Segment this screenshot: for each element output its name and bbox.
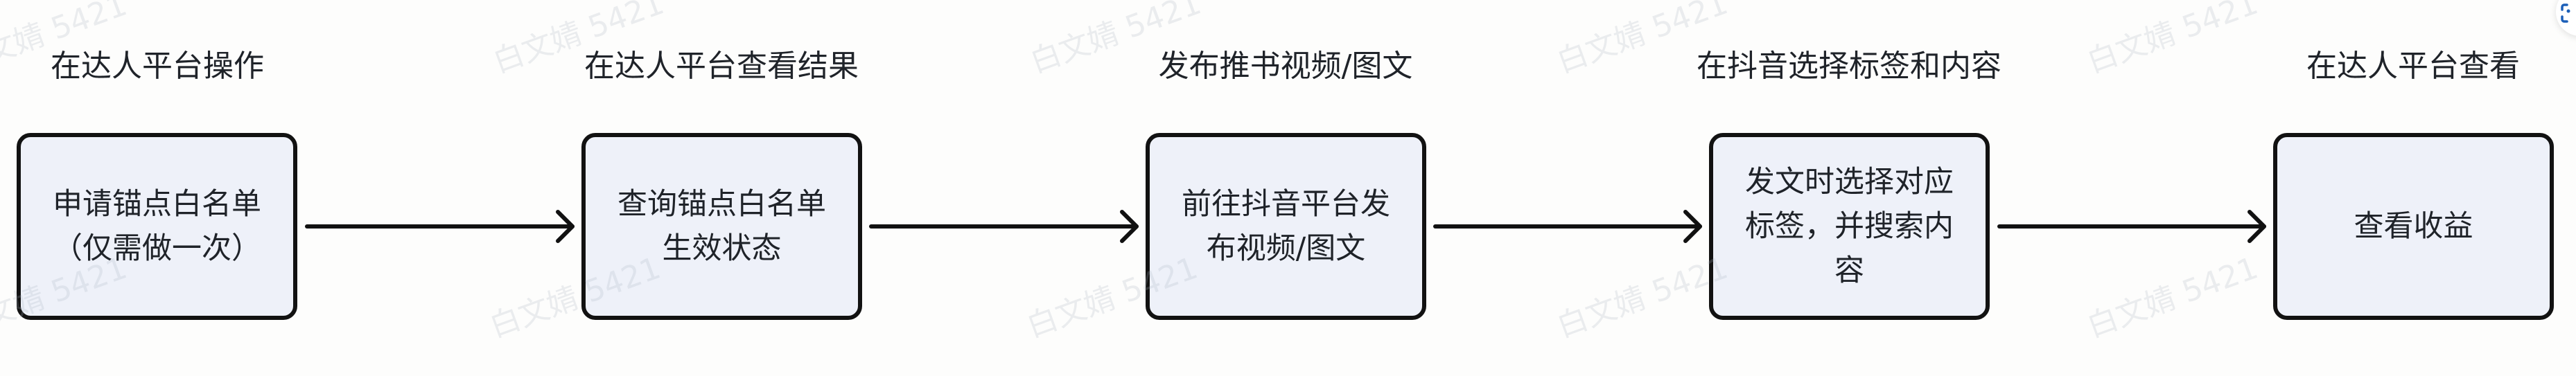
scan-icon [2561,3,2570,23]
step-box-view-earnings[interactable]: 查看收益 [2273,133,2554,320]
stage-title-3: 发布推书视频/图文 [1158,48,1413,84]
step-text: 前往抖音平台发 布视频/图文 [1168,182,1404,271]
stage-title-4: 在抖音选择标签和内容 [1697,48,2001,84]
arrow-4-to-5 [1997,210,2266,243]
step-line: 查看收益 [2354,209,2473,244]
step-line: 查询锚点白名单 [617,187,826,222]
stage-title-5: 在达人平台查看 [2306,48,2520,84]
step-line: 申请锚点白名单 [53,187,261,222]
step-line: 标签，并搜索内 [1745,209,1954,244]
arrow-3-to-4 [1433,210,1702,243]
step-line: 容 [1834,253,1864,288]
step-box-apply-whitelist[interactable]: 申请锚点白名单 （仅需做一次） [17,133,297,320]
arrow-2-to-3 [869,210,1139,243]
arrow-1-to-2 [305,210,575,243]
step-text: 查询锚点白名单 生效状态 [604,182,840,271]
step-line: 生效状态 [662,231,782,266]
step-line: （仅需做一次） [53,231,261,266]
step-box-check-whitelist-status[interactable]: 查询锚点白名单 生效状态 [581,133,862,320]
step-line: 布视频/图文 [1206,231,1366,266]
step-box-publish-on-douyin[interactable]: 前往抖音平台发 布视频/图文 [1146,133,1426,320]
stage-title-2: 在达人平台查看结果 [584,48,859,84]
step-text: 申请锚点白名单 （仅需做一次） [40,182,275,271]
step-text: 发文时选择对应 标签，并搜索内 容 [1732,160,1968,293]
step-line: 前往抖音平台发 [1182,187,1390,222]
step-line: 发文时选择对应 [1745,165,1954,199]
stage-title-1: 在达人平台操作 [51,48,264,84]
step-text: 查看收益 [2296,204,2532,249]
step-box-select-tag-and-content[interactable]: 发文时选择对应 标签，并搜索内 容 [1709,133,1990,320]
